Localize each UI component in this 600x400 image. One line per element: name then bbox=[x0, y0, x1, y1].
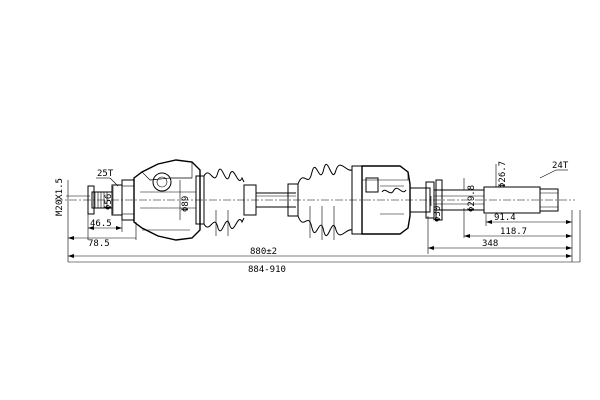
thread-label: M20X1.5 bbox=[55, 178, 65, 216]
dia-30-label: Φ30 bbox=[433, 206, 443, 222]
len-46-5-label: 46.5 bbox=[90, 219, 112, 229]
dimension-lines bbox=[66, 164, 581, 263]
dimension-labels: M20X1.5 25T Φ56 Φ89 46.5 78.5 880±2 884-… bbox=[55, 161, 569, 275]
dia-56-label: Φ56 bbox=[104, 194, 114, 210]
inner-spline-label: 24T bbox=[552, 161, 569, 171]
len-91-4-label: 91.4 bbox=[494, 213, 516, 223]
intermediate-shaft bbox=[256, 192, 296, 208]
len-118-7-label: 118.7 bbox=[500, 227, 527, 237]
dia-26-7-label: Φ26.7 bbox=[498, 161, 508, 188]
len-348-label: 348 bbox=[482, 239, 498, 249]
outer-joint bbox=[87, 159, 205, 241]
outer-spline-label: 25T bbox=[97, 169, 114, 179]
len-78-5-label: 78.5 bbox=[88, 239, 110, 249]
dia-89-label: Φ89 bbox=[181, 196, 191, 212]
len-880-label: 880±2 bbox=[250, 247, 277, 257]
dia-29-8-label: Φ29.8 bbox=[467, 185, 477, 212]
inner-boot bbox=[287, 164, 363, 240]
outer-boot bbox=[203, 168, 257, 236]
inner-joint bbox=[361, 165, 559, 235]
len-884-910-label: 884-910 bbox=[248, 265, 286, 275]
